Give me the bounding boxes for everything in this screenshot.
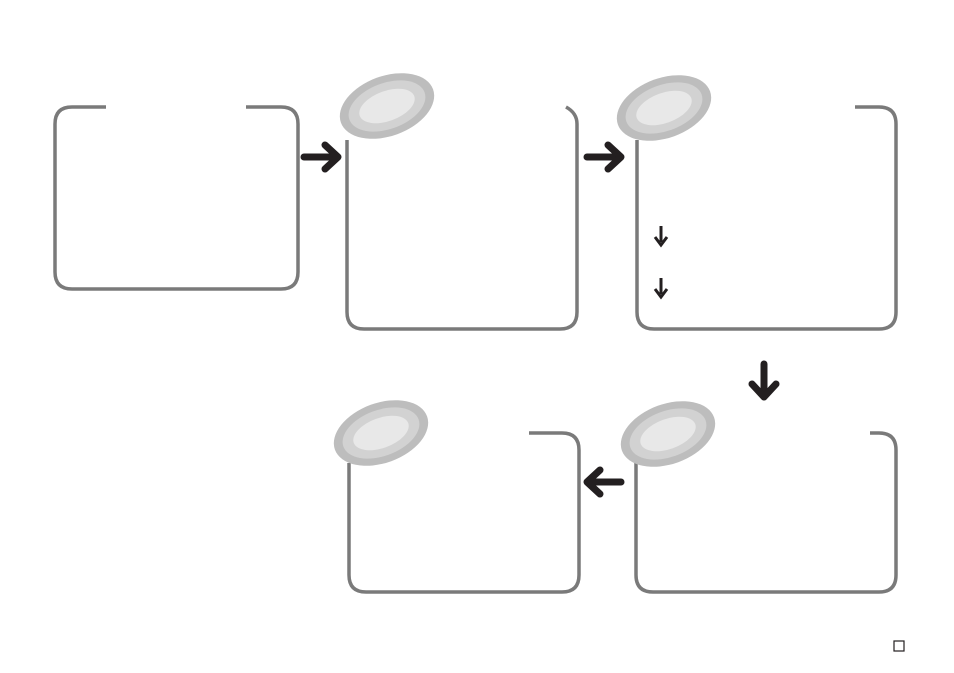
step-3-sub-arrow-1	[653, 226, 669, 248]
arrow-right-icon	[583, 141, 625, 173]
step-box-2-outline	[345, 105, 579, 331]
step-3-badge-icon	[616, 75, 712, 141]
step-box-2	[345, 105, 579, 331]
step-4-badge-icon	[333, 400, 429, 466]
step-box-4	[347, 431, 581, 594]
square-outline-icon	[893, 640, 905, 652]
arrow-left-icon	[583, 466, 625, 498]
step-box-5	[634, 431, 898, 594]
step-box-1	[53, 105, 300, 291]
step-box-5-outline	[634, 431, 898, 594]
arrow-right-icon	[300, 141, 342, 173]
step-box-4-outline	[347, 431, 581, 594]
step-2-badge-icon	[339, 73, 435, 139]
step-box-3-outline	[635, 105, 898, 331]
step-5-badge-icon	[620, 401, 716, 467]
step-3-sub-arrow-2	[653, 278, 669, 300]
step-box-1-outline	[53, 105, 300, 291]
step-box-3	[635, 105, 898, 331]
arrow-down-icon	[748, 360, 780, 401]
